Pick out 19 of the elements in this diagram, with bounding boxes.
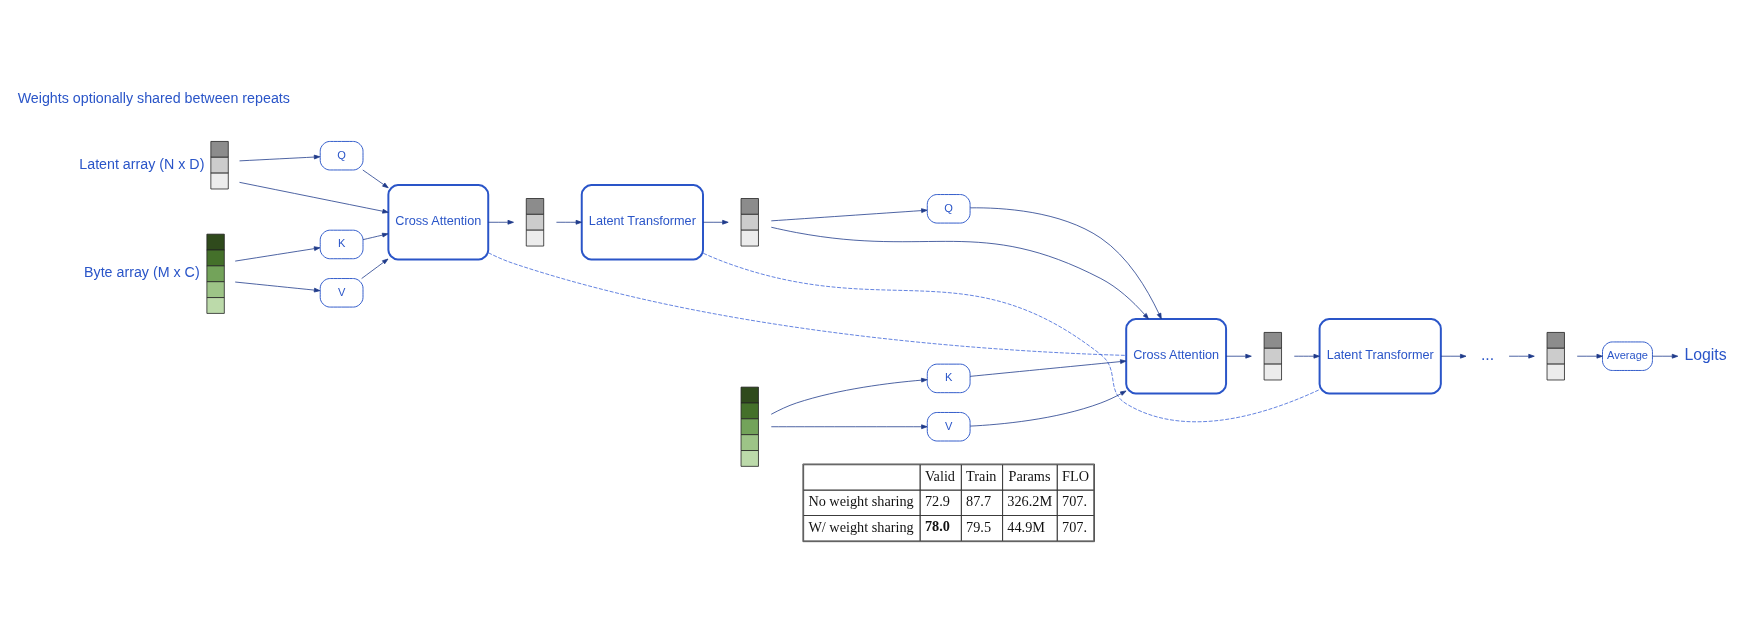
label: 78.0	[924, 517, 950, 534]
label: Valid	[924, 467, 955, 484]
label: Train	[966, 467, 997, 484]
label: 44.9M	[1007, 518, 1045, 535]
label: 87.7	[966, 492, 992, 509]
label: W/ weight sharing	[808, 518, 914, 535]
node-text: Logits	[1684, 345, 1727, 363]
label: No weight sharing	[808, 492, 914, 509]
label: 707.	[1062, 492, 1087, 509]
label: 72.9	[924, 492, 950, 509]
label: 79.5	[966, 518, 992, 535]
label: Params	[1008, 467, 1051, 484]
label: 707.	[1062, 518, 1087, 535]
label: Weights optionally shared between repeats	[17, 89, 290, 106]
node-text: ...	[1480, 345, 1495, 363]
label: 326.2M	[1007, 492, 1053, 509]
label: FLO	[1062, 467, 1089, 484]
node-label: Byte array (M x C)	[84, 263, 200, 280]
node-label: Latent array (N x D)	[79, 155, 205, 172]
